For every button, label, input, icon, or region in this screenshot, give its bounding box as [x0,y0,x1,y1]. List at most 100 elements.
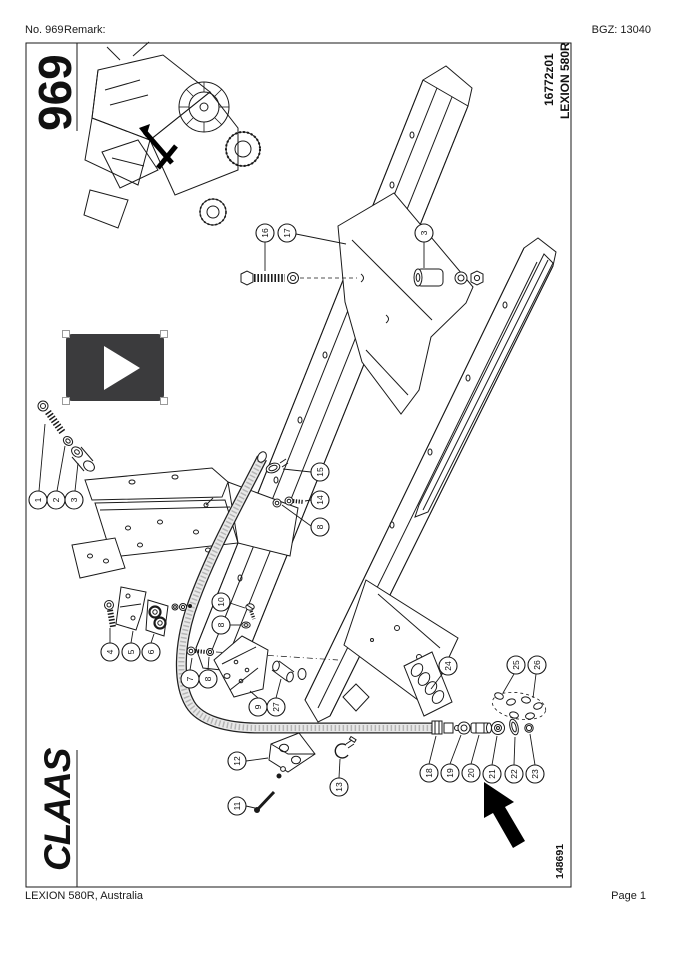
svg-text:6: 6 [146,649,156,654]
callout-5: 5 [121,642,141,662]
svg-text:1: 1 [33,497,43,502]
hose-end-cap [257,451,267,463]
leader-line [275,678,282,699]
svg-text:3: 3 [419,230,429,235]
callout-25: 25 [506,655,526,675]
header-remark-label: Remark: [64,24,106,36]
callout-11: 11 [227,796,247,816]
diamond-plate [342,683,370,712]
selection-handle [160,330,168,338]
callout-23: 23 [525,764,545,784]
callout-15: 15 [310,462,330,482]
main-frame-beam [195,65,473,673]
leader-line [529,733,536,766]
svg-text:13: 13 [334,782,344,792]
leader-line [245,805,256,809]
callout-7: 7 [180,669,200,689]
callout-18: 18 [419,763,439,783]
callout-27: 27 [266,697,286,717]
selection-handle [160,397,168,405]
svg-text:8: 8 [203,676,213,681]
plate-9-spacer-27 [213,635,307,698]
leader-line [245,757,269,762]
svg-text:8: 8 [315,524,325,529]
selection-handle [62,330,70,338]
callout-9: 9 [248,697,268,717]
leader-line [428,735,437,765]
svg-text:15: 15 [315,467,325,477]
svg-text:8: 8 [216,622,226,627]
svg-text:19: 19 [445,768,455,778]
callout-2: 2 [46,490,66,510]
callout-17: 17 [277,223,297,243]
callout-3: 3 [414,223,434,243]
svg-text:10: 10 [216,597,226,607]
spacer-3 [413,268,484,287]
svg-text:23: 23 [530,769,540,779]
callout-16: 16 [255,223,275,243]
svg-text:18: 18 [424,768,434,778]
leader-line [56,445,66,492]
callout-4: 4 [100,642,120,662]
svg-text:4: 4 [105,649,115,654]
svg-text:20: 20 [466,768,476,778]
svg-text:21: 21 [487,769,497,779]
leader-line [74,462,79,492]
bolt-1-washer-2-bushing-3 [37,400,95,472]
location-marker-arrowhead [139,124,150,137]
svg-text:7: 7 [185,676,195,681]
svg-text:3: 3 [69,497,79,502]
clamp-stack-24 [403,651,453,717]
sheet-border [25,42,572,888]
leader-line [430,672,444,690]
svg-text:16: 16 [260,228,270,238]
pointer-arrow [484,782,525,848]
bolt-16 [240,270,357,286]
print-code-label: 148691 [554,844,566,879]
svg-text:5: 5 [126,649,136,654]
leader-line [281,504,312,527]
header-doc-number: No. 969 [25,24,64,36]
leader-line [282,468,312,473]
leader-line [502,673,515,694]
video-play-overlay[interactable] [62,330,168,405]
group-number-label: 969 [29,54,81,131]
svg-text:11: 11 [232,801,242,810]
leader-line [470,734,480,765]
svg-text:2: 2 [51,497,61,502]
header-bgz-code: BGZ: 13040 [591,24,651,36]
callout-8: 8 [198,669,218,689]
footer-page-number: Page 1 [611,890,646,902]
location-marker [143,130,178,170]
play-icon [104,346,140,390]
leader-line [513,736,516,766]
callout-26: 26 [527,655,547,675]
callout-3: 3 [64,490,84,510]
clamp-15-screw-14 [265,458,305,508]
callout-21: 21 [482,764,502,784]
plate-hole [297,668,307,680]
bolt-4-bracket-5-clamp-6 [104,586,192,637]
callout-10: 10 [211,592,231,612]
leader-line [532,673,537,699]
screw-7-washer-8 [186,646,339,661]
svg-text:24: 24 [443,661,453,671]
svg-text:22: 22 [509,769,519,779]
drawing-code-label: 16772z01 [542,53,556,106]
flat-strip-bar [414,253,554,518]
callout-20: 20 [461,763,481,783]
pin-11 [254,790,276,813]
connector-plate-upper [337,192,474,415]
leader-line [449,734,462,765]
selection-handle [62,397,70,405]
hydraulic-hose [175,451,433,734]
hose-fitting-row [431,718,534,736]
callout-22: 22 [504,764,524,784]
svg-text:14: 14 [315,495,325,505]
leader-line [38,423,46,492]
callout-19: 19 [440,763,460,783]
callout-14: 14 [310,490,330,510]
